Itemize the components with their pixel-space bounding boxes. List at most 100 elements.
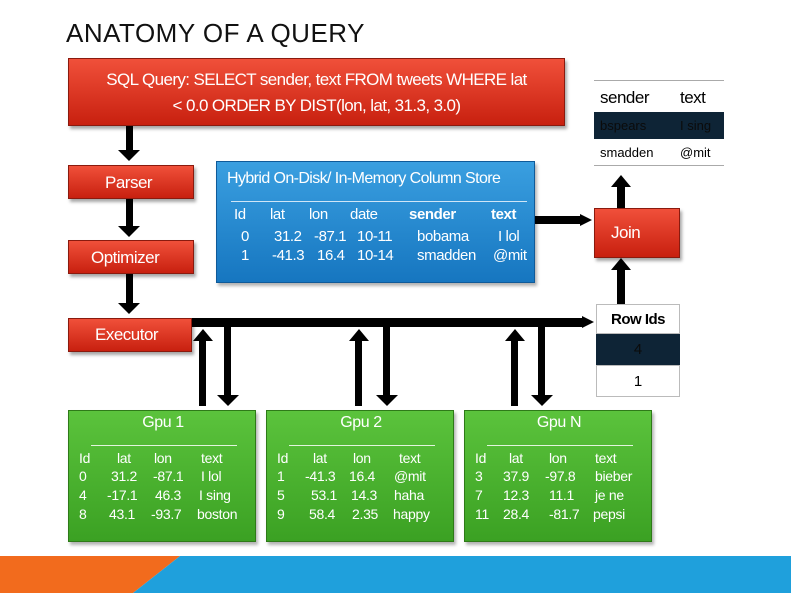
gpun-link-a-head [505,329,525,341]
store-cell: bobama [417,228,469,245]
optimizer-box: Optimizer [68,240,194,274]
gpu-cell: 53.1 [311,487,338,503]
arrow-join-to-result [617,187,625,208]
row-id-value: 4 [596,334,680,365]
store-cell: 16.4 [317,247,345,264]
result-col-text: text [680,88,706,107]
gpu-cell: 37.9 [503,468,530,484]
gpu-cell: -17.1 [107,487,138,503]
gpu2-link-b [383,327,390,397]
result-cell: I sing [680,118,712,133]
gpu-cell: pepsi [593,506,625,522]
gpu-cell: 16.4 [349,468,376,484]
gpu-col: lat [509,450,523,466]
result-col-sender: sender [600,88,649,107]
store-cell: 31.2 [274,228,302,245]
arrow-join-to-result-head [611,175,631,187]
gpu-cell: -81.7 [549,506,580,522]
gpu-col: text [201,450,223,466]
gpu-cell: haha [394,487,424,503]
gpu-title: Gpu 1 [142,414,184,431]
store-col-date: date [350,206,378,223]
footer-orange-band [0,556,180,593]
executor-box: Executor [68,318,192,352]
gpu-cell: -97.8 [545,468,576,484]
gpu-cell: 3 [475,468,483,484]
store-cell: -87.1 [314,228,347,245]
gpu-cell: I sing [199,487,231,503]
gpu-cell: 9 [277,506,285,522]
store-col-sender: sender [409,206,456,223]
parser-box: Parser [68,165,194,199]
gpu-cell: boston [197,506,238,522]
arrow-rowids-to-join [617,270,625,304]
gpu-cell: happy [393,506,430,522]
result-cell: smadden [600,145,654,160]
gpu-cell: 8 [79,506,87,522]
gpu2-link-a-head [349,329,369,341]
gpu1-link-a [199,340,206,406]
executor-output-arrowhead [582,316,594,328]
gpu-cell: -93.7 [151,506,182,522]
join-box: Join [594,208,680,258]
store-col-text: text [491,206,517,223]
gpu-title: Gpu 2 [340,414,382,431]
column-store-divider [231,201,527,202]
sql-query-box: SQL Query: SELECT sender, text FROM twee… [68,58,565,126]
gpu-cell: 12.3 [503,487,530,503]
arrow-store-to-join-head [580,214,592,226]
gpu-cell: 58.4 [309,506,336,522]
row-id-value: 1 [596,365,680,397]
store-col-lon: lon [309,206,328,223]
executor-output-bar [192,318,584,327]
gpu-cell: 11 [475,506,489,522]
gpu-cell: 7 [475,487,483,503]
gpu-col: Id [475,450,487,466]
gpu-cell: I lol [201,468,222,484]
gpu-col: lon [549,450,567,466]
store-cell: @mit [493,247,527,264]
store-cell: 10-11 [357,228,393,245]
result-table-row: bspears I sing [594,112,724,139]
gpu-col: lat [117,450,131,466]
store-cell: smadden [417,247,476,264]
arrow-sql-to-parser-head [118,150,140,161]
gpu-cell: 2.35 [352,506,379,522]
gpu-col: Id [277,450,289,466]
gpu-cell: 5 [277,487,285,503]
column-store-box: Hybrid On-Disk/ In-Memory Column Store I… [216,161,535,283]
gpu2-link-b-head [376,395,398,406]
gpu-cell: -87.1 [153,468,184,484]
gpu-divider [487,445,633,446]
gpu-2-box: Gpu 2 Id lat lon text 1 -41.3 16.4 @mit … [266,410,454,542]
gpu-divider [91,445,237,446]
gpun-link-a [511,340,518,406]
footer-decoration [0,556,791,593]
gpu-cell: 0 [79,468,87,484]
gpu-cell: je ne [595,487,624,503]
gpu-col: lon [353,450,371,466]
gpu-cell: 46.3 [155,487,182,503]
gpu-cell: 11.1 [549,487,575,503]
gpu-cell: -41.3 [305,468,336,484]
gpu-col: text [399,450,421,466]
gpu1-link-b-head [217,395,239,406]
store-cell: -41.3 [272,247,305,264]
gpu-col: text [595,450,617,466]
slide-title: ANATOMY OF A QUERY [66,18,365,48]
gpu-title: Gpu N [536,414,582,431]
gpu-divider [289,445,435,446]
result-table-row: smadden @mit [594,139,724,166]
gpu-col: lat [313,450,327,466]
store-cell: 0 [241,228,249,245]
result-cell: bspears [600,118,647,133]
result-table-header: sender text [594,80,724,112]
store-col-lat: lat [270,206,285,223]
gpun-link-b [538,327,545,397]
store-cell: I lol [498,228,520,245]
arrow-rowids-to-join-head [611,258,631,270]
gpu-cell: bieber [595,468,633,484]
arrow-optimizer-to-executor-head [118,303,140,314]
store-cell: 1 [241,247,249,264]
gpu-cell: @mit [394,468,426,484]
